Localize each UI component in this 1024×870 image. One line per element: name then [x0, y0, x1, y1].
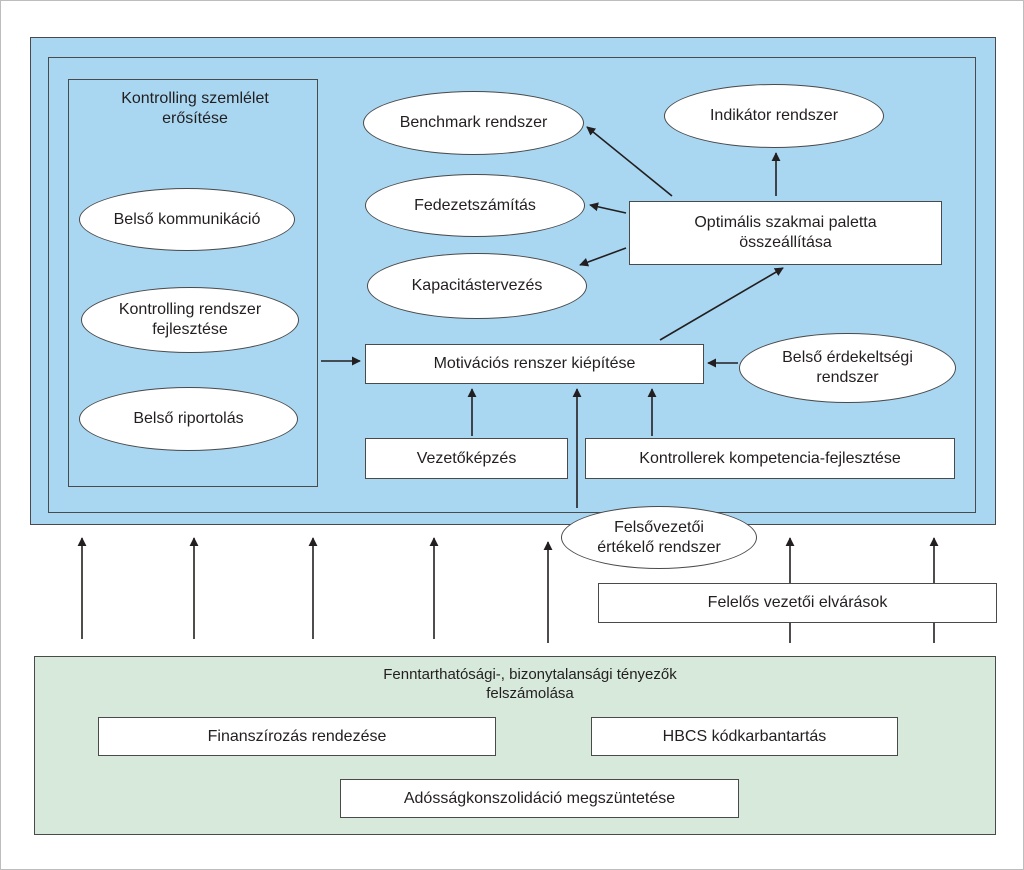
- arrow-optimalis-to-benchmark: [586, 126, 673, 197]
- box-kontrollerek-label: Kontrollerek kompetencia-fejlesztése: [639, 449, 901, 467]
- box-optimalis-paletta: Optimális szakmai paletta összeállítása: [629, 201, 942, 265]
- box-kontrollerek: Kontrollerek kompetencia-fejlesztése: [585, 438, 955, 479]
- oval-erdekeltseg: Belső érdekeltségi rendszer: [739, 333, 956, 403]
- oval-indikator-label: Indikátor rendszer: [709, 107, 839, 124]
- box-adossag-label: Adósságkonszolidáció megszüntetése: [403, 789, 676, 807]
- arrow-motivacios-to-optimalis: [659, 267, 784, 341]
- oval-belso-kommunikacio: Belső kommunikáció: [79, 188, 295, 251]
- box-vezetokepzes-label: Vezetőképzés: [416, 449, 517, 467]
- oval-benchmark: Benchmark rendszer: [363, 91, 584, 155]
- controlling-panel-title: Kontrolling szemlélet erősítése: [121, 90, 269, 127]
- box-felelos-elvarasok-label: Felelős vezetői elvárások: [707, 594, 888, 611]
- blue-panel-inner-border: [48, 57, 976, 513]
- oval-benchmark-label: Benchmark rendszer: [399, 114, 548, 131]
- box-optimalis-paletta-label: Optimális szakmai paletta összeállítása: [694, 214, 877, 251]
- box-felelos-elvarasok: Felelős vezetői elvárások: [598, 583, 997, 623]
- oval-belso-riportolas-label: Belső riportolás: [133, 410, 244, 427]
- green-panel-title: Fenntarthatósági-, bizonytalansági ténye…: [383, 666, 677, 702]
- box-finanszirozas: Finanszírozás rendezése: [98, 717, 496, 756]
- box-adossag: Adósságkonszolidáció megszüntetése: [340, 779, 739, 818]
- arrow-optimalis-to-kapacitas: [579, 247, 627, 267]
- box-hbcs: HBCS kódkarbantartás: [591, 717, 898, 756]
- oval-fedezet: Fedezetszámítás: [365, 174, 585, 237]
- oval-felsovezetoi: Felsővezetői értékelő rendszer: [561, 506, 757, 569]
- oval-belso-riportolas: Belső riportolás: [79, 387, 298, 451]
- oval-kontrolling-rendszer: Kontrolling rendszer fejlesztése: [81, 287, 299, 353]
- box-vezetokepzes: Vezetőképzés: [365, 438, 568, 479]
- arrow-optimalis-to-fedezet: [589, 202, 627, 214]
- oval-erdekeltseg-label: Belső érdekeltségi rendszer: [782, 349, 913, 386]
- oval-indikator: Indikátor rendszer: [664, 84, 884, 148]
- box-finanszirozas-label: Finanszírozás rendezése: [207, 727, 387, 745]
- oval-fedezet-label: Fedezetszámítás: [414, 196, 536, 214]
- box-motivacios-rendszer-label: Motivációs renszer kiépítése: [433, 355, 636, 372]
- oval-belso-kommunikacio-label: Belső kommunikáció: [113, 210, 261, 228]
- oval-kontrolling-rendszer-label: Kontrolling rendszer fejlesztése: [118, 301, 262, 338]
- controlling-panel: [68, 79, 318, 487]
- oval-kapacitas-label: Kapacitástervezés: [411, 277, 543, 294]
- oval-kapacitas: Kapacitástervezés: [367, 253, 587, 319]
- box-hbcs-label: HBCS kódkarbantartás: [662, 727, 827, 745]
- oval-felsovezetoi-label: Felsővezetői értékelő rendszer: [597, 518, 721, 556]
- box-motivacios-rendszer: Motivációs renszer kiépítése: [365, 344, 704, 384]
